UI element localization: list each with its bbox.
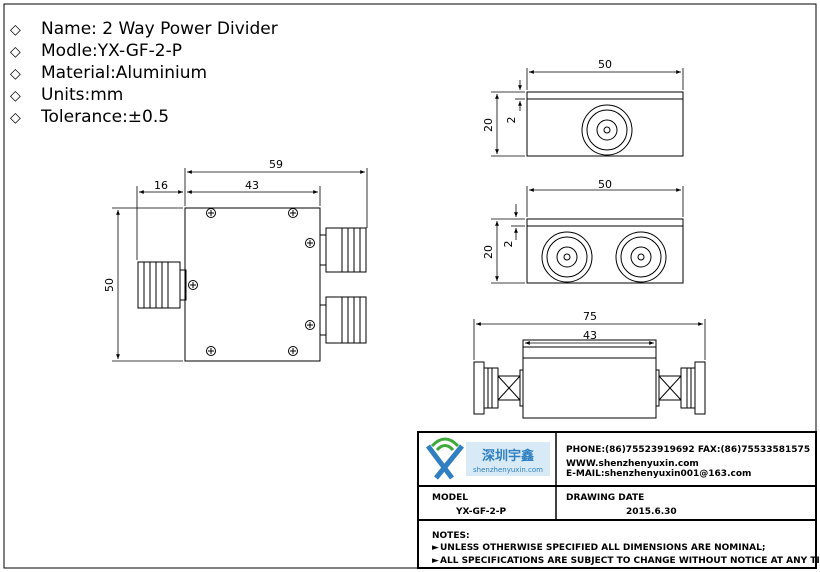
front-body <box>184 207 321 362</box>
spec-item-model: ◇ Modle:YX-GF-2-P <box>10 40 278 62</box>
mid-view-dimensions <box>491 186 684 284</box>
dim-front-height: 50 <box>103 278 116 292</box>
dim-top-width: 50 <box>598 58 612 71</box>
output2-flange <box>319 304 327 336</box>
spec-text: Units:mm <box>41 85 124 105</box>
note-arrow-icon: ► <box>432 556 439 566</box>
sheet-border <box>3 3 817 569</box>
logo-x-icon <box>426 444 464 480</box>
mid-view-body <box>526 218 684 284</box>
company-logo: 深圳宇鑫 shenzhenyuxin.com <box>420 434 554 484</box>
logo-company-cn: 深圳宇鑫 <box>482 448 534 464</box>
dim-mid-step: 2 <box>502 241 515 248</box>
mid-view <box>526 218 684 284</box>
spec-text: Modle:YX-GF-2-P <box>41 41 182 61</box>
side-view <box>473 339 706 419</box>
diamond-bullet-icon: ◇ <box>10 110 21 126</box>
diamond-bullet-icon: ◇ <box>10 88 21 104</box>
spec-item-material: ◇ Material:Aluminium <box>10 62 278 84</box>
spec-text: Material:Aluminium <box>41 63 208 83</box>
contact-phone-fax: PHONE:(86)75523919692 FAX:(86)7553358157… <box>566 445 810 455</box>
contact-email: E-MAIL:shenzhenyuxin001@163.com <box>566 469 751 479</box>
drawing-date-value: 2015.6.30 <box>626 507 677 517</box>
screw-icon <box>305 238 315 248</box>
dim-side-total: 75 <box>583 310 597 323</box>
diamond-bullet-icon: ◇ <box>10 66 21 82</box>
spec-text: Name: 2 Way Power Divider <box>41 19 278 39</box>
spec-text: Tolerance:±0.5 <box>41 107 170 127</box>
logo-company-url: shenzhenyuxin.com <box>473 466 543 474</box>
top-view <box>526 91 684 157</box>
output1-connector-body <box>325 227 367 273</box>
output2-connector-body <box>325 296 367 344</box>
diamond-bullet-icon: ◇ <box>10 22 21 38</box>
screw-icon <box>206 346 216 356</box>
screw-icon <box>288 208 298 218</box>
title-block <box>417 431 817 569</box>
model-label: MODEL <box>432 493 468 503</box>
spec-item-name: ◇ Name: 2 Way Power Divider <box>10 18 278 40</box>
top-view-body <box>526 91 684 157</box>
model-value: YX-GF-2-P <box>455 507 506 517</box>
screw-icon <box>188 280 198 290</box>
diamond-bullet-icon: ◇ <box>10 44 21 60</box>
screw-icon <box>206 208 216 218</box>
side-view-body <box>522 339 657 419</box>
output1-flange <box>319 234 327 266</box>
side-view-dimensions <box>473 319 706 360</box>
dim-top-step: 2 <box>505 117 518 124</box>
drawing-date-label: DRAWING DATE <box>566 493 644 503</box>
dim-front-body-width: 43 <box>245 179 259 192</box>
top-view-dimensions <box>491 68 684 157</box>
front-dimensions <box>112 168 368 362</box>
contact-website: WWW.shenzhenyuxin.com <box>566 459 699 469</box>
dim-mid-width: 50 <box>598 178 612 191</box>
note-1: UNLESS OTHERWISE SPECIFIED ALL DIMENSION… <box>440 543 765 553</box>
input-connector-body <box>137 261 181 309</box>
logo-wifi-icon <box>430 437 460 452</box>
front-view <box>137 207 367 362</box>
note-2: ALL SPECIFICATIONS ARE SUBJECT TO CHANGE… <box>440 556 820 566</box>
dim-front-total-width: 59 <box>269 158 283 171</box>
spec-item-units: ◇ Units:mm <box>10 84 278 106</box>
note-arrow-icon: ► <box>432 543 439 553</box>
dim-top-height: 20 <box>482 118 495 132</box>
spec-item-tolerance: ◇ Tolerance:±0.5 <box>10 106 278 128</box>
front-screws <box>188 208 315 356</box>
dim-mid-height: 20 <box>482 245 495 259</box>
spec-list: ◇ Name: 2 Way Power Divider ◇ Modle:YX-GF-… <box>10 18 278 128</box>
screw-icon <box>288 346 298 356</box>
dim-side-body: 43 <box>583 329 597 342</box>
notes-label: NOTES: <box>432 531 470 541</box>
screw-icon <box>305 320 315 330</box>
dim-front-left-offset: 16 <box>154 179 168 192</box>
